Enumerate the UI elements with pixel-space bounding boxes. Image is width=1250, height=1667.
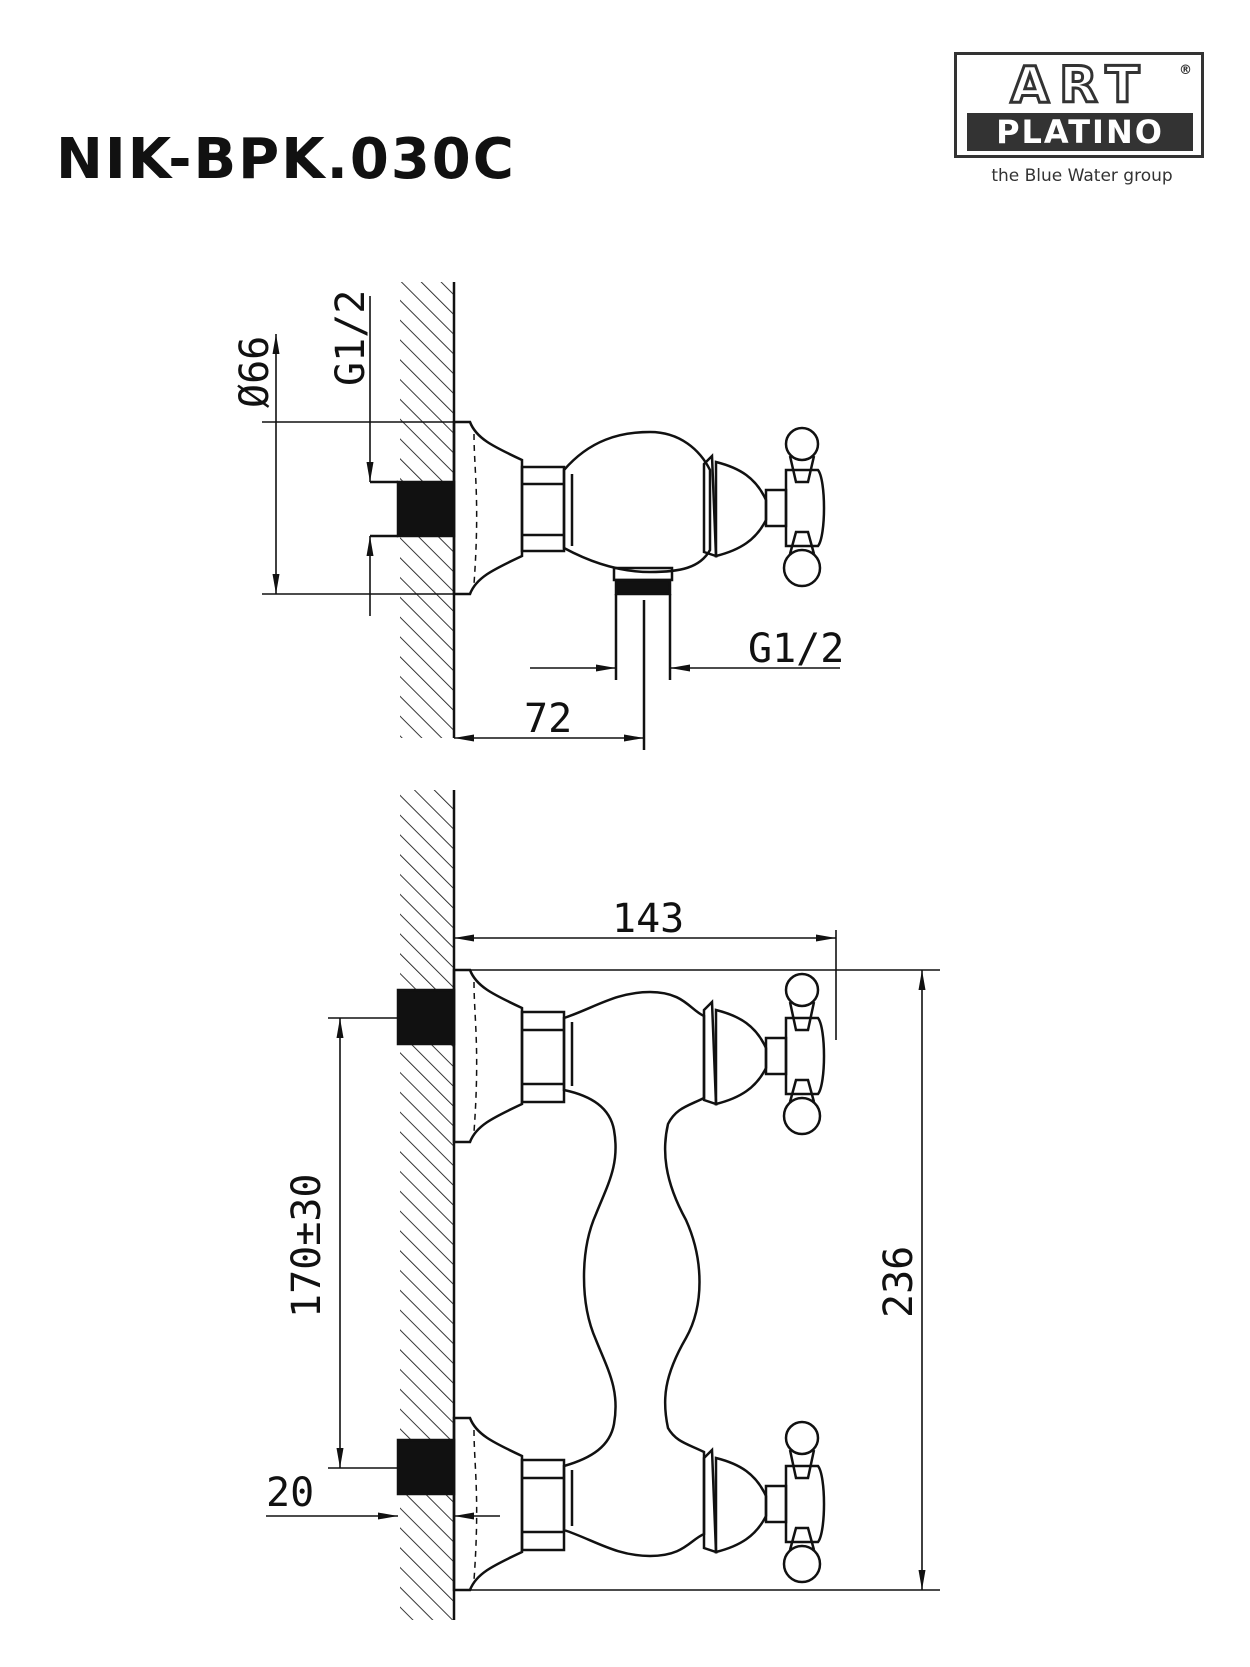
outlet-thread-side [614, 578, 672, 596]
logo-platino-bar: PLATINO [967, 113, 1193, 151]
height-label: 236 [876, 1246, 922, 1318]
brand-logo: ART ® PLATINO the Blue Water group [954, 52, 1210, 188]
diameter-label: Ø66 [232, 336, 278, 408]
bottom-cross-handle [764, 1420, 826, 1584]
bottom-bonnet-front [702, 1447, 718, 1554]
side-view [370, 282, 826, 750]
top-bonnet-front [702, 999, 718, 1106]
cross-handle-side [764, 426, 826, 588]
logo-platino-text: PLATINO [996, 113, 1164, 151]
projection-label: 143 [612, 896, 684, 942]
front-view-dimensions [266, 930, 940, 1591]
logo-art-text: ART [1009, 56, 1150, 114]
top-inlet-thread [396, 988, 456, 1046]
bottom-flange-front [452, 1416, 524, 1592]
nut-side [520, 465, 566, 553]
valve-body-side [562, 430, 712, 574]
model-number: NIK-BPK.030C [56, 127, 516, 192]
inlet-spacing-label: 170±30 [284, 1174, 330, 1319]
logo-registered-mark: ® [1179, 63, 1192, 78]
inlet-thread-label: G1/2 [328, 290, 374, 386]
bottom-nut-front [520, 1458, 566, 1552]
outlet-distance-label: 72 [524, 696, 572, 742]
wall-hatching-bottom [400, 790, 454, 1620]
logo-frame: ART ® PLATINO [954, 52, 1204, 158]
wall-flange-side [452, 420, 524, 596]
top-cross-handle [764, 972, 826, 1136]
front-view [396, 790, 826, 1620]
top-flange-front [452, 968, 524, 1144]
inlet-thread-side [396, 480, 456, 538]
outlet-thread-label: G1/2 [748, 626, 844, 672]
logo-tagline: the Blue Water group [991, 166, 1173, 186]
top-nut-front [520, 1010, 566, 1104]
mixer-body-front [562, 990, 706, 1558]
inlet-depth-label: 20 [266, 1470, 314, 1516]
bottom-inlet-thread [396, 1438, 456, 1496]
side-view-dimensions [262, 296, 840, 742]
